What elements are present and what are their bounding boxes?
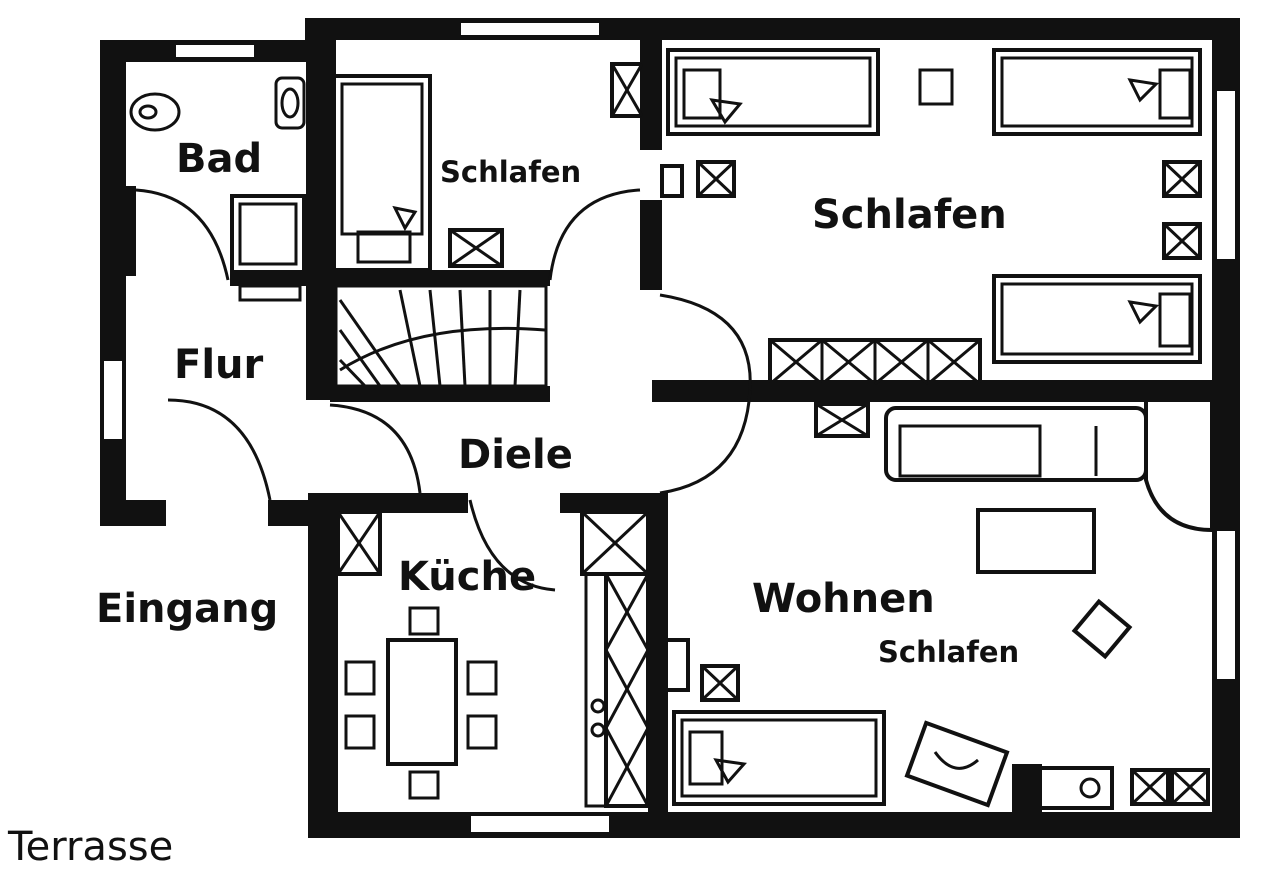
room-labels: Bad Schlafen Schlafen Flur Diele Küche W… [174, 136, 1019, 669]
label-bad: Bad [176, 136, 262, 182]
doors [135, 188, 752, 592]
label-eingang: Eingang [96, 586, 278, 632]
living-room-furniture [658, 398, 1214, 812]
exterior-walls [100, 18, 1240, 838]
label-schlafen-small: Schlafen [440, 155, 581, 189]
large-bedroom-furniture [660, 48, 1202, 386]
label-wohnen: Wohnen [752, 576, 935, 622]
windows [102, 21, 1237, 834]
outside-labels: Eingang Terrasse [7, 586, 278, 870]
small-bedroom-furniture [332, 62, 644, 272]
label-schlafen-large: Schlafen [812, 192, 1007, 238]
label-diele: Diele [458, 432, 573, 478]
label-kueche: Küche [398, 554, 536, 600]
interior-walls [126, 40, 1240, 838]
bathroom-fixtures [129, 76, 306, 302]
kitchen-furniture [336, 510, 650, 808]
label-flur: Flur [174, 342, 264, 388]
label-terrasse: Terrasse [7, 824, 173, 870]
staircase [334, 284, 548, 388]
label-wohnen-schlafen: Schlafen [878, 635, 1019, 669]
